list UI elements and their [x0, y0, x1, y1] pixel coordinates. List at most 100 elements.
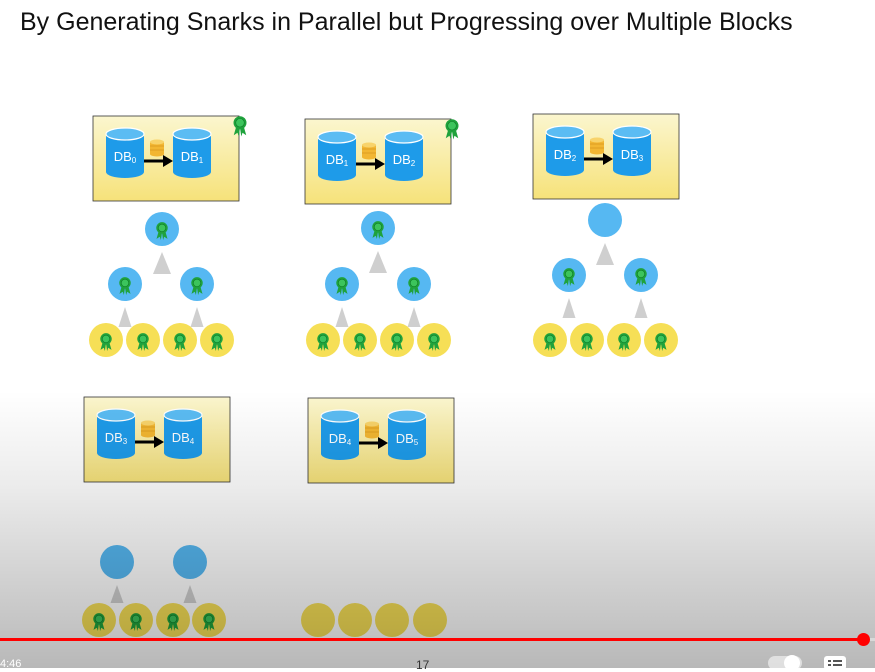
- progress-bar[interactable]: [0, 633, 875, 646]
- state-transition-card: DB4 DB5: [307, 397, 455, 484]
- coin-bottom: [590, 149, 604, 155]
- ribbon-badge-icon: [156, 222, 168, 240]
- badge-inner: [204, 614, 214, 623]
- ribbon-badge-icon: [544, 333, 556, 351]
- chapters-icon[interactable]: [824, 656, 846, 670]
- tree-leaf-node: [338, 603, 372, 637]
- database-label: DB3: [105, 430, 128, 446]
- badge-inner: [138, 334, 148, 343]
- database-label: DB2: [393, 152, 416, 168]
- database-label: DB5: [396, 431, 419, 447]
- cylinder-top: [163, 408, 203, 422]
- coin-top: [362, 142, 376, 148]
- tree-leaf-node: [301, 603, 335, 637]
- badge-inner: [101, 334, 111, 343]
- database-cylinder-icon: DB2: [545, 125, 585, 176]
- slide-page-number: 17: [416, 658, 430, 672]
- coin-bottom: [150, 151, 164, 157]
- ribbon-badge-icon: [655, 333, 667, 351]
- cylinder-bottom: [97, 447, 135, 459]
- coin-body: [365, 424, 379, 436]
- cylinder-bottom: [106, 166, 144, 178]
- coin-top: [141, 420, 155, 426]
- tree-mid-node: [100, 545, 134, 579]
- cylinder-top: [387, 409, 427, 423]
- merge-arrow: [369, 251, 387, 273]
- badge-inner: [168, 614, 178, 623]
- coin-top: [365, 421, 379, 427]
- merge-arrow: [190, 307, 204, 327]
- badge-inner: [447, 121, 457, 131]
- cylinder-top: [105, 127, 145, 141]
- ribbon-badge-icon: [137, 333, 149, 351]
- approved-badge-icon: [233, 116, 247, 137]
- database-cylinder-icon: DB3: [96, 408, 136, 459]
- badge-inner: [564, 269, 574, 278]
- database-label: DB0: [114, 149, 137, 165]
- cylinder-top: [317, 130, 357, 144]
- badge-inner: [175, 334, 185, 343]
- ribbon-badge-icon: [372, 221, 384, 239]
- merge-arrow: [118, 307, 132, 327]
- badge-inner: [429, 334, 439, 343]
- ribbon-badge-icon: [635, 268, 647, 286]
- transition-arrow-icon: [603, 153, 613, 165]
- ribbon-badge-icon: [581, 333, 593, 351]
- database-cylinder-icon: DB2: [384, 130, 424, 181]
- badge-inner: [337, 278, 347, 287]
- progress-played: [0, 638, 863, 641]
- ribbon-badge-icon: [563, 268, 575, 286]
- cylinder-top: [96, 408, 136, 422]
- badge-inner: [235, 118, 245, 128]
- ribbon-badge-icon: [354, 333, 366, 351]
- coin-body: [150, 142, 164, 154]
- slide-title: By Generating Snarks in Parallel but Pro…: [20, 8, 793, 36]
- ribbon-badge-icon: [203, 613, 215, 631]
- ribbon-badge-icon: [119, 277, 131, 295]
- badge-inner: [94, 614, 104, 623]
- badge-inner: [409, 278, 419, 287]
- autoplay-toggle-icon[interactable]: [768, 655, 802, 671]
- badge-inner: [392, 334, 402, 343]
- ribbon-badge-icon: [336, 277, 348, 295]
- database-cylinder-icon: DB3: [612, 125, 652, 176]
- merge-arrow: [183, 585, 197, 603]
- badge-inner: [636, 269, 646, 278]
- cylinder-top: [320, 409, 360, 423]
- transition-arrow-icon: [163, 155, 173, 167]
- cylinder-bottom: [321, 448, 359, 460]
- coin-top: [150, 139, 164, 145]
- current-time: 4:46: [0, 658, 22, 670]
- merge-arrow: [335, 307, 349, 327]
- database-label: DB4: [329, 431, 352, 447]
- database-label: DB2: [554, 147, 577, 163]
- cylinder-bottom: [385, 169, 423, 181]
- coin-body: [590, 140, 604, 152]
- cylinder-bottom: [388, 448, 426, 460]
- database-cylinder-icon: DB4: [163, 408, 203, 459]
- cylinder-top: [384, 130, 424, 144]
- state-transition-card: DB3 DB4: [83, 396, 231, 483]
- database-cylinder-icon: DB5: [387, 409, 427, 460]
- ribbon-badge-icon: [428, 333, 440, 351]
- coin-stack-icon: [362, 142, 376, 160]
- merge-arrow: [634, 298, 648, 318]
- merge-arrow: [596, 243, 614, 265]
- cylinder-bottom: [613, 164, 651, 176]
- badge-inner: [131, 614, 141, 623]
- badge-inner: [656, 334, 666, 343]
- coin-stack-icon: [590, 137, 604, 155]
- coin-body: [141, 423, 155, 435]
- badge-inner: [373, 222, 383, 231]
- badge-inner: [120, 278, 130, 287]
- badge-inner: [157, 223, 167, 232]
- coin-bottom: [141, 432, 155, 438]
- ribbon-badge-icon: [391, 333, 403, 351]
- coin-stack-icon: [365, 421, 379, 439]
- progress-scrubber[interactable]: [856, 633, 870, 646]
- cylinder-top: [172, 127, 212, 141]
- badge-inner: [619, 334, 629, 343]
